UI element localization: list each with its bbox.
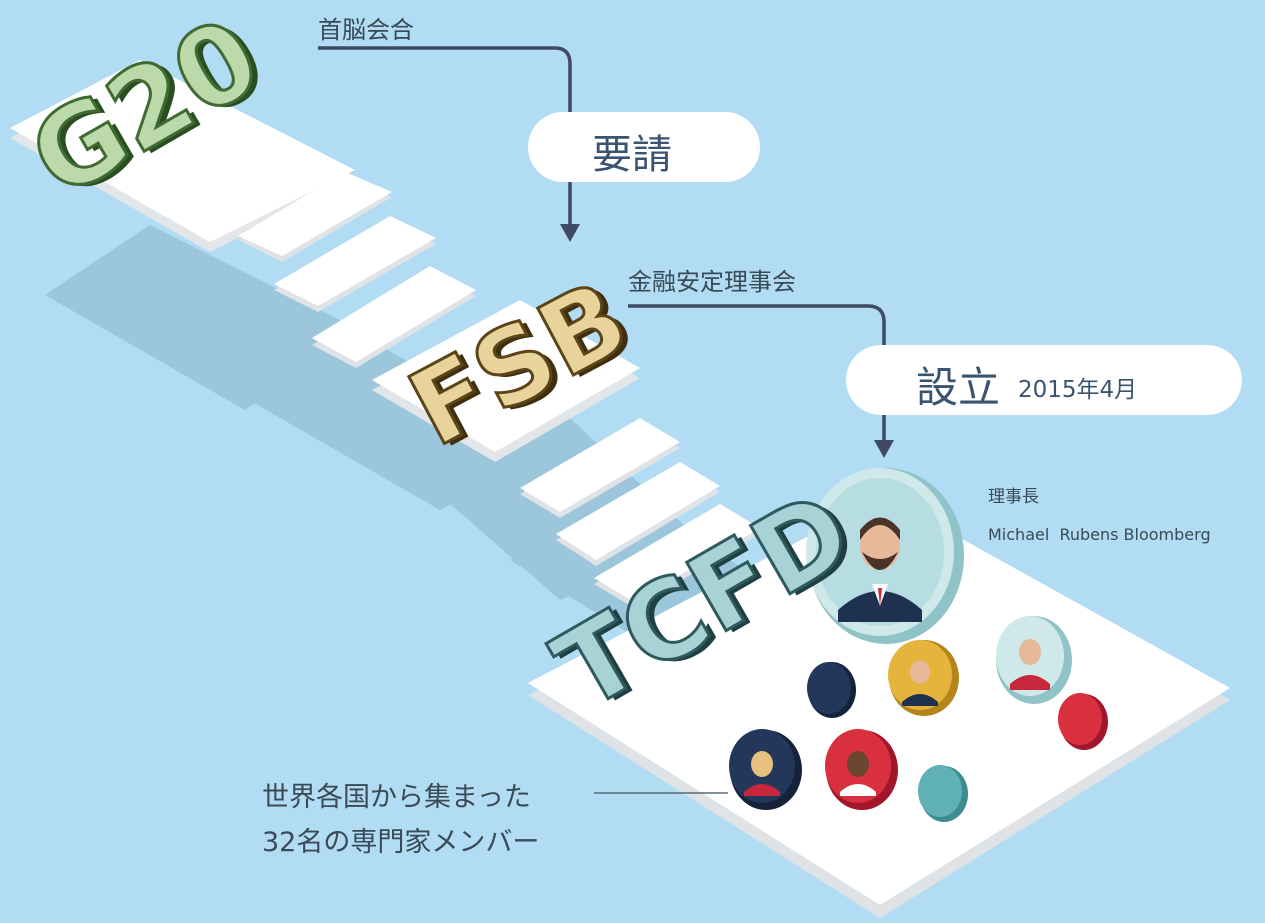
chair-name: Michael Rubens Bloomberg bbox=[988, 525, 1211, 544]
chair-avatar bbox=[806, 468, 964, 644]
step bbox=[520, 418, 680, 518]
step bbox=[312, 266, 476, 368]
tcfd-platform bbox=[528, 496, 1230, 918]
member-avatar bbox=[807, 662, 856, 718]
step bbox=[594, 504, 760, 608]
request-arrowhead bbox=[560, 224, 580, 242]
step bbox=[274, 216, 436, 312]
establish-arrowhead bbox=[874, 440, 894, 458]
arrows bbox=[318, 46, 886, 794]
member-avatar bbox=[729, 729, 802, 810]
member-avatar bbox=[888, 640, 959, 716]
establish-label: 設立 bbox=[916, 363, 1001, 412]
member-avatar bbox=[918, 765, 968, 822]
members-line1: 世界各国から集まった bbox=[262, 782, 531, 813]
step bbox=[556, 462, 720, 566]
steps bbox=[238, 172, 476, 368]
g20-platform bbox=[10, 60, 355, 252]
request-label: 要請 bbox=[592, 132, 672, 178]
fsb-platform bbox=[372, 300, 640, 462]
g20-sublabel: 首脳会合 bbox=[318, 16, 414, 44]
members-line2: 32名の専門家メンバー bbox=[262, 827, 540, 858]
request-pill bbox=[528, 112, 760, 182]
step bbox=[238, 172, 392, 262]
establish-date: 2015年4月 bbox=[1018, 377, 1138, 403]
member-avatar bbox=[1058, 693, 1108, 750]
fsb-sublabel: 金融安定理事会 bbox=[628, 268, 796, 296]
chair-title: 理事長 bbox=[988, 487, 1039, 507]
member-avatar bbox=[996, 616, 1072, 704]
request-arrow bbox=[318, 46, 572, 224]
establish-pill bbox=[846, 345, 1242, 415]
member-avatar bbox=[825, 729, 898, 810]
establish-arrow bbox=[628, 304, 886, 440]
member-avatars bbox=[729, 616, 1108, 822]
steps-lower bbox=[520, 418, 760, 608]
